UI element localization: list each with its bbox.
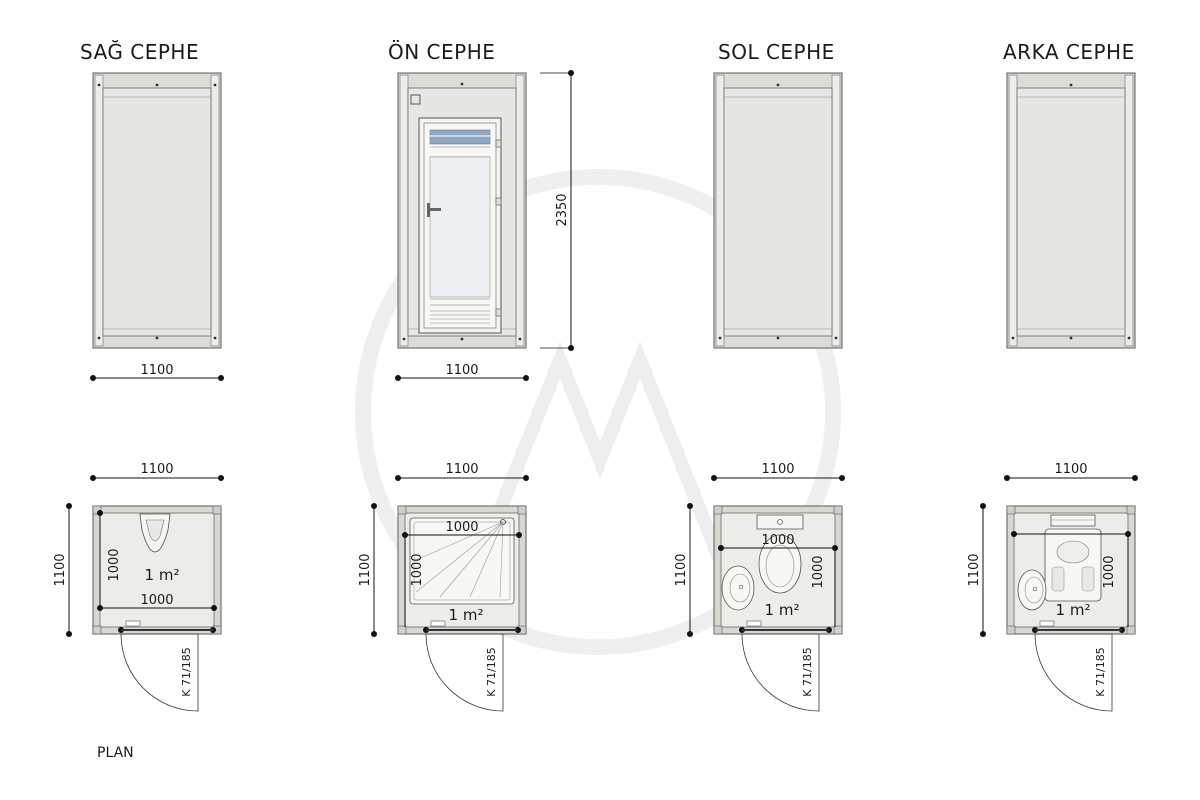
plan-wc: 1100 1100 1000 1000 1 m² K 71/185 <box>674 462 845 712</box>
dim-label: 1100 <box>140 462 173 477</box>
dim-label: 1100 <box>761 462 794 477</box>
title-on-cephe: ÖN CEPHE <box>388 40 496 64</box>
dim-label: 1100 <box>140 363 173 378</box>
door <box>418 117 502 334</box>
door-label: K 71/185 <box>180 647 193 696</box>
title-sol-cephe: SOL CEPHE <box>718 40 835 64</box>
door-label: K 71/185 <box>1094 647 1107 696</box>
title-arka-cephe: ARKA CEPHE <box>1003 40 1135 64</box>
plan-urinal: 1100 1100 1000 1000 1 m² K 71/185 <box>53 462 224 712</box>
dim-label: 1000 <box>140 593 173 608</box>
title-sag-cephe: SAĞ CEPHE <box>80 40 200 64</box>
elevation-left <box>713 72 843 349</box>
area-label: 1 m² <box>1056 601 1091 619</box>
dim-elevation-front-width: 1100 <box>395 363 529 381</box>
door-label: K 71/185 <box>485 647 498 696</box>
dim-elevation-right-width: 1100 <box>90 363 224 381</box>
dim-label: 1000 <box>811 555 826 588</box>
dim-label: 1000 <box>761 533 794 548</box>
plan-shower: 1100 1100 1000 1000 1 m² K 71/185 <box>358 462 529 712</box>
dim-label: 1000 <box>410 553 425 586</box>
dim-label: 1000 <box>107 548 122 581</box>
dim-label: 1100 <box>674 553 689 586</box>
dim-label: 1100 <box>445 462 478 477</box>
elevation-back <box>1006 72 1136 349</box>
watermark-logo <box>355 169 841 655</box>
dim-label: 1100 <box>53 553 68 586</box>
area-label: 1 m² <box>765 601 800 619</box>
dim-label: 1100 <box>445 363 478 378</box>
dim-label: 2350 <box>555 193 570 226</box>
dim-label: 1100 <box>358 553 373 586</box>
dim-label: 1000 <box>445 520 478 535</box>
plan-squat-toilet: 1100 1100 1000 1 m² K 71/185 <box>967 462 1138 712</box>
door-label: K 71/185 <box>801 647 814 696</box>
dim-label: 1100 <box>1054 462 1087 477</box>
dim-label: 1000 <box>1102 555 1117 588</box>
plan-label: PLAN <box>97 745 134 761</box>
dim-elevation-height: 2350 <box>540 70 574 351</box>
elevation-front <box>397 72 527 349</box>
elevation-right <box>92 72 222 349</box>
area-label: 1 m² <box>145 566 180 584</box>
area-label: 1 m² <box>449 606 484 624</box>
dim-label: 1100 <box>967 553 982 586</box>
